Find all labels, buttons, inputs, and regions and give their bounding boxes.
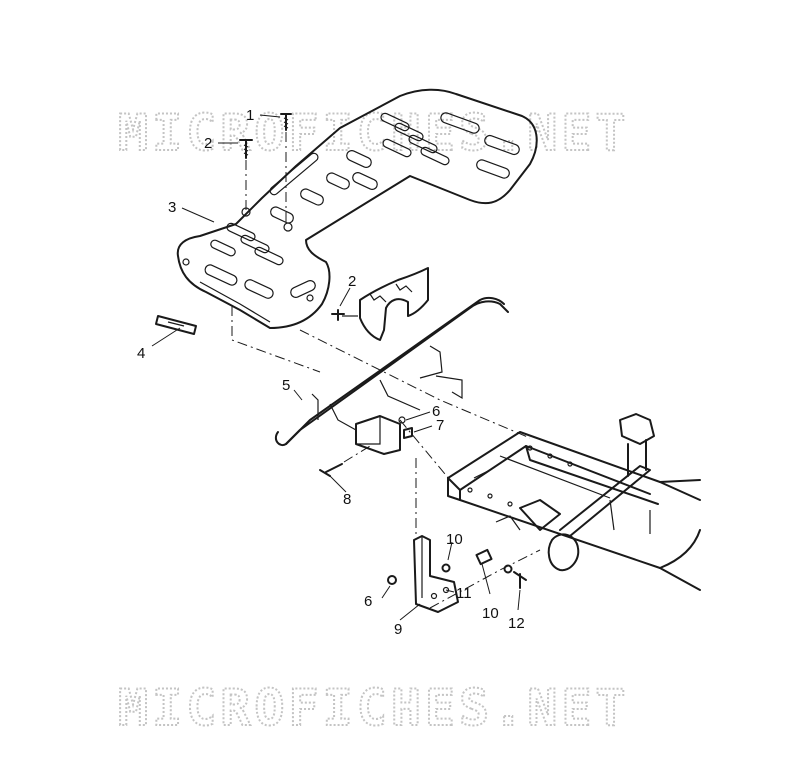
callout-2-top: 2 <box>204 135 212 152</box>
callout-2-bracket: 2 <box>348 273 356 290</box>
assembly-line-lower <box>429 549 541 609</box>
assembly-line-rack-left <box>231 306 321 373</box>
callout-labels: 1 2 2 3 4 5 6 7 8 9 10 11 6 10 12 <box>137 107 525 638</box>
callout-10-right: 10 <box>482 605 499 622</box>
screw-1 <box>280 113 292 131</box>
center-bracket <box>331 267 429 341</box>
bracket-9 <box>413 458 459 613</box>
callout-3: 3 <box>168 199 176 216</box>
nut-6-bottom <box>387 575 397 585</box>
callout-6-lower: 6 <box>364 593 372 610</box>
callout-7: 7 <box>436 417 444 434</box>
leader-lines <box>151 114 521 621</box>
watermark-bottom: MICROFICHES.NET <box>118 679 630 737</box>
callout-11: 11 <box>456 585 472 602</box>
rack-slots <box>182 112 520 302</box>
spacer <box>475 548 493 566</box>
callout-10-left: 10 <box>446 531 463 548</box>
bolt-8 <box>319 445 371 477</box>
callout-12: 12 <box>508 615 525 632</box>
nut-10-left <box>441 563 451 573</box>
watermark-top: MICROFICHES.NET <box>118 104 630 162</box>
assembly-line-rail <box>399 419 451 481</box>
vehicle-frame <box>447 413 701 591</box>
assembly-line-rack-right <box>299 329 531 439</box>
callout-1: 1 <box>246 107 254 124</box>
reflector-4 <box>155 315 197 335</box>
callout-8: 8 <box>343 491 351 508</box>
callout-6-upper: 6 <box>432 403 440 420</box>
rear-rack <box>176 88 538 329</box>
callout-4: 4 <box>137 345 145 362</box>
bolt-12 <box>513 571 527 589</box>
callout-5: 5 <box>282 377 290 394</box>
rear-rail-5 <box>274 296 509 446</box>
screw-2-top <box>239 139 253 159</box>
callout-9: 9 <box>394 621 402 638</box>
mount-block <box>355 415 413 455</box>
